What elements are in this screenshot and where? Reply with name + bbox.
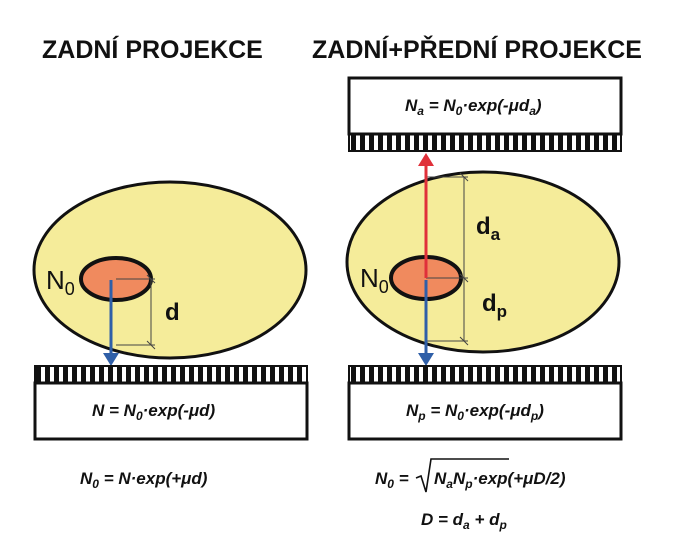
posterior-detector-box <box>347 381 623 441</box>
left-depth-label: d <box>165 299 180 326</box>
left-detector-box <box>33 381 309 441</box>
left-result-equation: N0 = N·exp(+μd) <box>80 469 208 491</box>
anterior-detector-equation: Na = N0·exp(-μda) <box>405 96 542 118</box>
left-detector-collimator <box>34 365 308 384</box>
posterior-detector-collimator <box>348 365 622 384</box>
left-body-ellipse <box>32 180 308 360</box>
right-result-equation: N0 = NaNp·exp(+μD/2) <box>375 458 566 493</box>
svg-text:NaNp·exp(+μD/2): NaNp·exp(+μD/2) <box>434 469 566 491</box>
right-title: ZADNÍ+PŘEDNÍ PROJEKCE <box>312 34 642 64</box>
anterior-detector-collimator <box>348 133 622 152</box>
left-title: ZADNÍ PROJEKCE <box>42 35 263 64</box>
svg-text:N0 =: N0 = <box>375 469 409 491</box>
posterior-detector-equation: Np = N0·exp(-μdp) <box>406 401 544 423</box>
right-depth-sum-equation: D = da + dp <box>421 510 507 532</box>
square-root-sign <box>415 458 509 493</box>
right-arrow-up-head <box>418 153 434 166</box>
left-detector-equation: N = N0·exp(-μd) <box>92 401 216 423</box>
right-body-ellipse <box>345 170 621 354</box>
right-arrow-down-head <box>418 353 434 366</box>
left-arrow-down-head <box>103 353 119 366</box>
anterior-detector-box <box>347 76 623 136</box>
